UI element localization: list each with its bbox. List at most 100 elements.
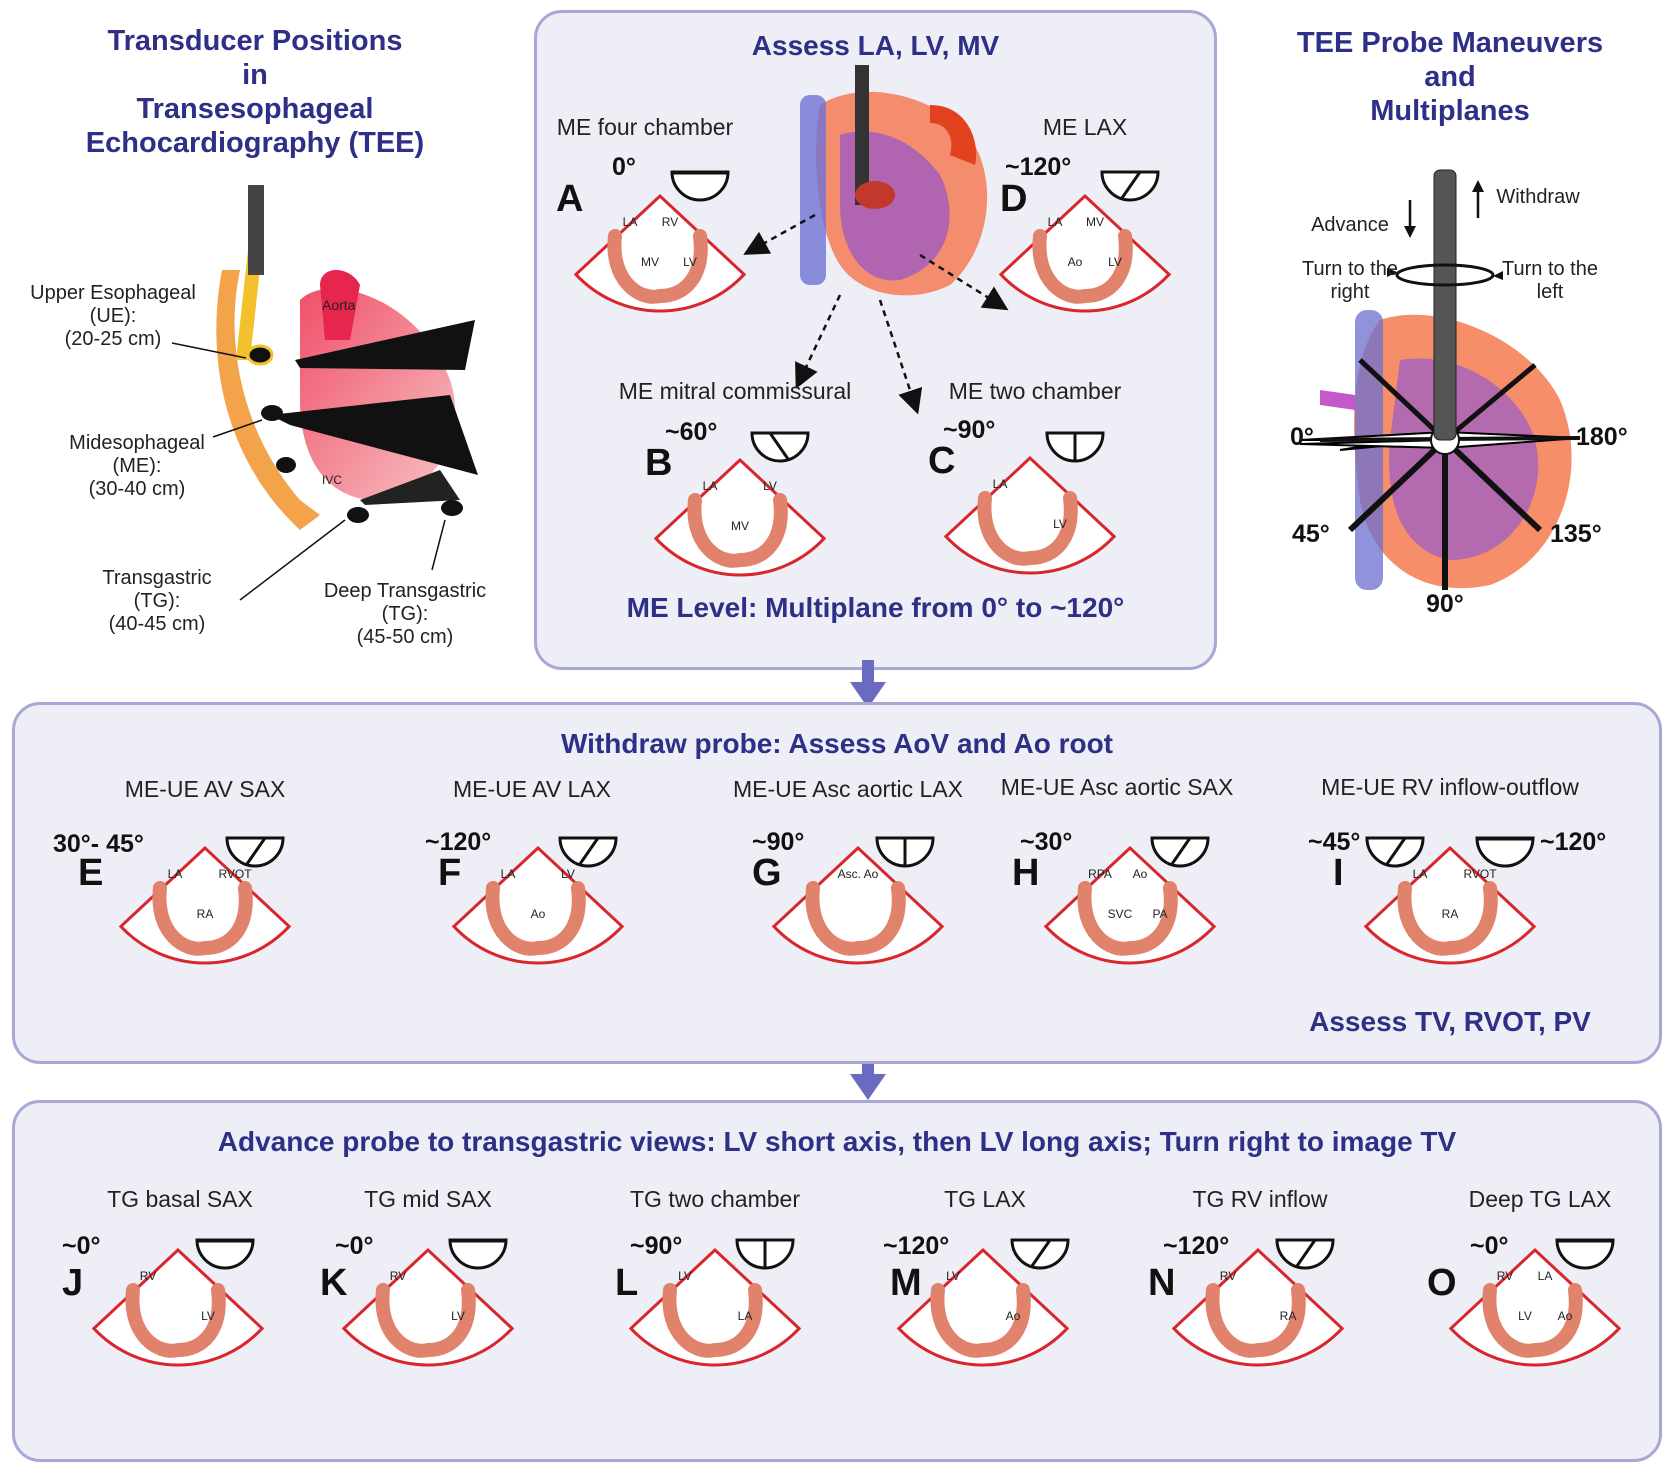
probe-orientation-icon xyxy=(1150,836,1210,868)
view-name-h: ME-UE Asc aortic SAX xyxy=(1000,774,1234,800)
tg-label-line-3: (40-45 cm) xyxy=(108,613,206,635)
view-name-m: TG LAX xyxy=(944,1186,1026,1212)
myocardium-shape xyxy=(977,491,1078,566)
probe-orientation-icon xyxy=(225,836,285,868)
probe-tip-me xyxy=(261,405,283,421)
probe-orientation-icon-2 xyxy=(1475,836,1535,868)
probe-tip-tg xyxy=(347,507,369,523)
structure-label: RA xyxy=(1442,907,1459,921)
structure-label: RV xyxy=(1220,1269,1236,1283)
structure-label: MV xyxy=(731,519,749,533)
central-probe xyxy=(855,65,869,205)
ivc-label: IVC xyxy=(322,473,342,487)
myocardium-shape xyxy=(1482,1283,1583,1358)
withdraw-footer: Assess TV, RVOT, PV xyxy=(1309,1006,1591,1037)
myocardium-shape xyxy=(485,881,586,956)
probe-positions-illustration: Aorta IVC xyxy=(171,185,478,601)
probe-orientation-icon xyxy=(1365,836,1425,868)
ue-scan-plane xyxy=(295,320,475,370)
view-name-j: TG basal SAX xyxy=(107,1186,253,1212)
multiplane-probe xyxy=(1433,169,1457,441)
probe-tip-ue xyxy=(246,344,274,366)
view-name-f: ME-UE AV LAX xyxy=(452,776,612,802)
view-angle-e: 30°- 45° xyxy=(53,830,144,858)
echo-view-i: LA RA RVOT xyxy=(1363,836,1537,965)
structure-label: Ao xyxy=(1068,255,1083,269)
label-upper-esophageal: Upper Esophageal (UE): (20-25 cm) xyxy=(18,282,208,351)
view-letter-a: A xyxy=(556,178,584,220)
structure-label: LA xyxy=(168,867,183,881)
view-letter-k: K xyxy=(320,1262,348,1304)
view-angle-j: ~0° xyxy=(62,1232,101,1260)
structure-label: RVOT xyxy=(218,867,252,881)
structure-label: MV xyxy=(641,255,659,269)
probe-tip-dtg xyxy=(441,500,463,516)
structure-label: LV xyxy=(678,1269,692,1283)
dtg-label-line-3: (45-50 cm) xyxy=(356,626,454,648)
echo-view-l: LV LA xyxy=(628,1238,802,1367)
tg-label-line-2: (TG): xyxy=(133,590,181,612)
myocardium-shape xyxy=(662,1283,763,1358)
echo-view-g: Asc. Ao xyxy=(771,836,945,965)
structure-label: LV xyxy=(201,1309,215,1323)
structure-label: RA xyxy=(197,907,214,921)
right-panel-title: TEE Probe Maneuvers and Multiplanes xyxy=(1270,26,1630,128)
view-angle-o: ~0° xyxy=(1470,1232,1509,1260)
view-angle-l: ~90° xyxy=(630,1232,683,1260)
view-angle-h: ~30° xyxy=(1020,828,1073,856)
view-name-g: ME-UE Asc aortic LAX xyxy=(732,776,964,802)
multiplane-angle-180: 180° xyxy=(1576,423,1628,451)
aorta-label: Aorta xyxy=(322,297,356,313)
view-angle-n: ~120° xyxy=(1163,1232,1230,1260)
transgastric-title: Advance probe to transgastric views: LV … xyxy=(217,1126,1457,1157)
me-label-line-2: (ME): xyxy=(112,455,162,477)
structure-label: LA xyxy=(501,867,516,881)
structure-label: RV xyxy=(140,1269,156,1283)
probe-orientation-icon xyxy=(558,836,618,868)
left-panel-title: Transducer Positions in Transesophageal … xyxy=(60,24,450,160)
structure-label: LA xyxy=(1413,867,1428,881)
view-angle-i-2: ~120° xyxy=(1540,828,1607,856)
me-level-footer: ME Level: Multiplane from 0° to ~120° xyxy=(626,592,1125,623)
structure-label: LV xyxy=(683,255,697,269)
right-title-line-3: Multiplanes xyxy=(1370,95,1530,127)
structure-label: LA xyxy=(738,1309,753,1323)
left-title-line-4: Echocardiography (TEE) xyxy=(85,127,425,159)
view-letter-d: D xyxy=(1000,178,1028,220)
echo-view-j: RV LV xyxy=(91,1238,265,1367)
view-name-k: TG mid SAX xyxy=(364,1186,492,1212)
probe-orientation-icon xyxy=(448,1238,508,1270)
view-angle-g: ~90° xyxy=(752,828,805,856)
probe-orientation-icon xyxy=(875,836,935,868)
structure-label: RV xyxy=(390,1269,406,1283)
structure-label: Ao xyxy=(1133,867,1148,881)
right-title-line-1: TEE Probe Maneuvers xyxy=(1296,27,1604,59)
structure-label: RV xyxy=(1497,1269,1513,1283)
me-label-line-3: (30-40 cm) xyxy=(88,478,186,500)
view-letter-c: C xyxy=(928,440,956,482)
structure-label: RVOT xyxy=(1463,867,1497,881)
structure-label: RV xyxy=(662,215,678,229)
view-letter-e: E xyxy=(78,852,104,894)
view-name-l: TG two chamber xyxy=(630,1186,800,1212)
turn-right-line-2: right xyxy=(1330,281,1370,303)
dtg-label-line-2: (TG): xyxy=(381,603,429,625)
structure-label: LA xyxy=(993,477,1008,491)
probe-orientation-icon xyxy=(670,170,730,202)
structure-label: RPA xyxy=(1088,867,1112,881)
ue-label-line-2: (UE): xyxy=(89,305,137,327)
view-letter-j: J xyxy=(62,1262,84,1304)
myocardium-shape xyxy=(1205,1283,1306,1358)
right-title-line-2: and xyxy=(1424,61,1476,93)
tg-scan-plane xyxy=(360,470,460,505)
view-angle-k: ~0° xyxy=(335,1232,374,1260)
structure-label: LV xyxy=(946,1269,960,1283)
view-angle-i: ~45° xyxy=(1308,828,1361,856)
myocardium-shape xyxy=(1397,881,1498,956)
